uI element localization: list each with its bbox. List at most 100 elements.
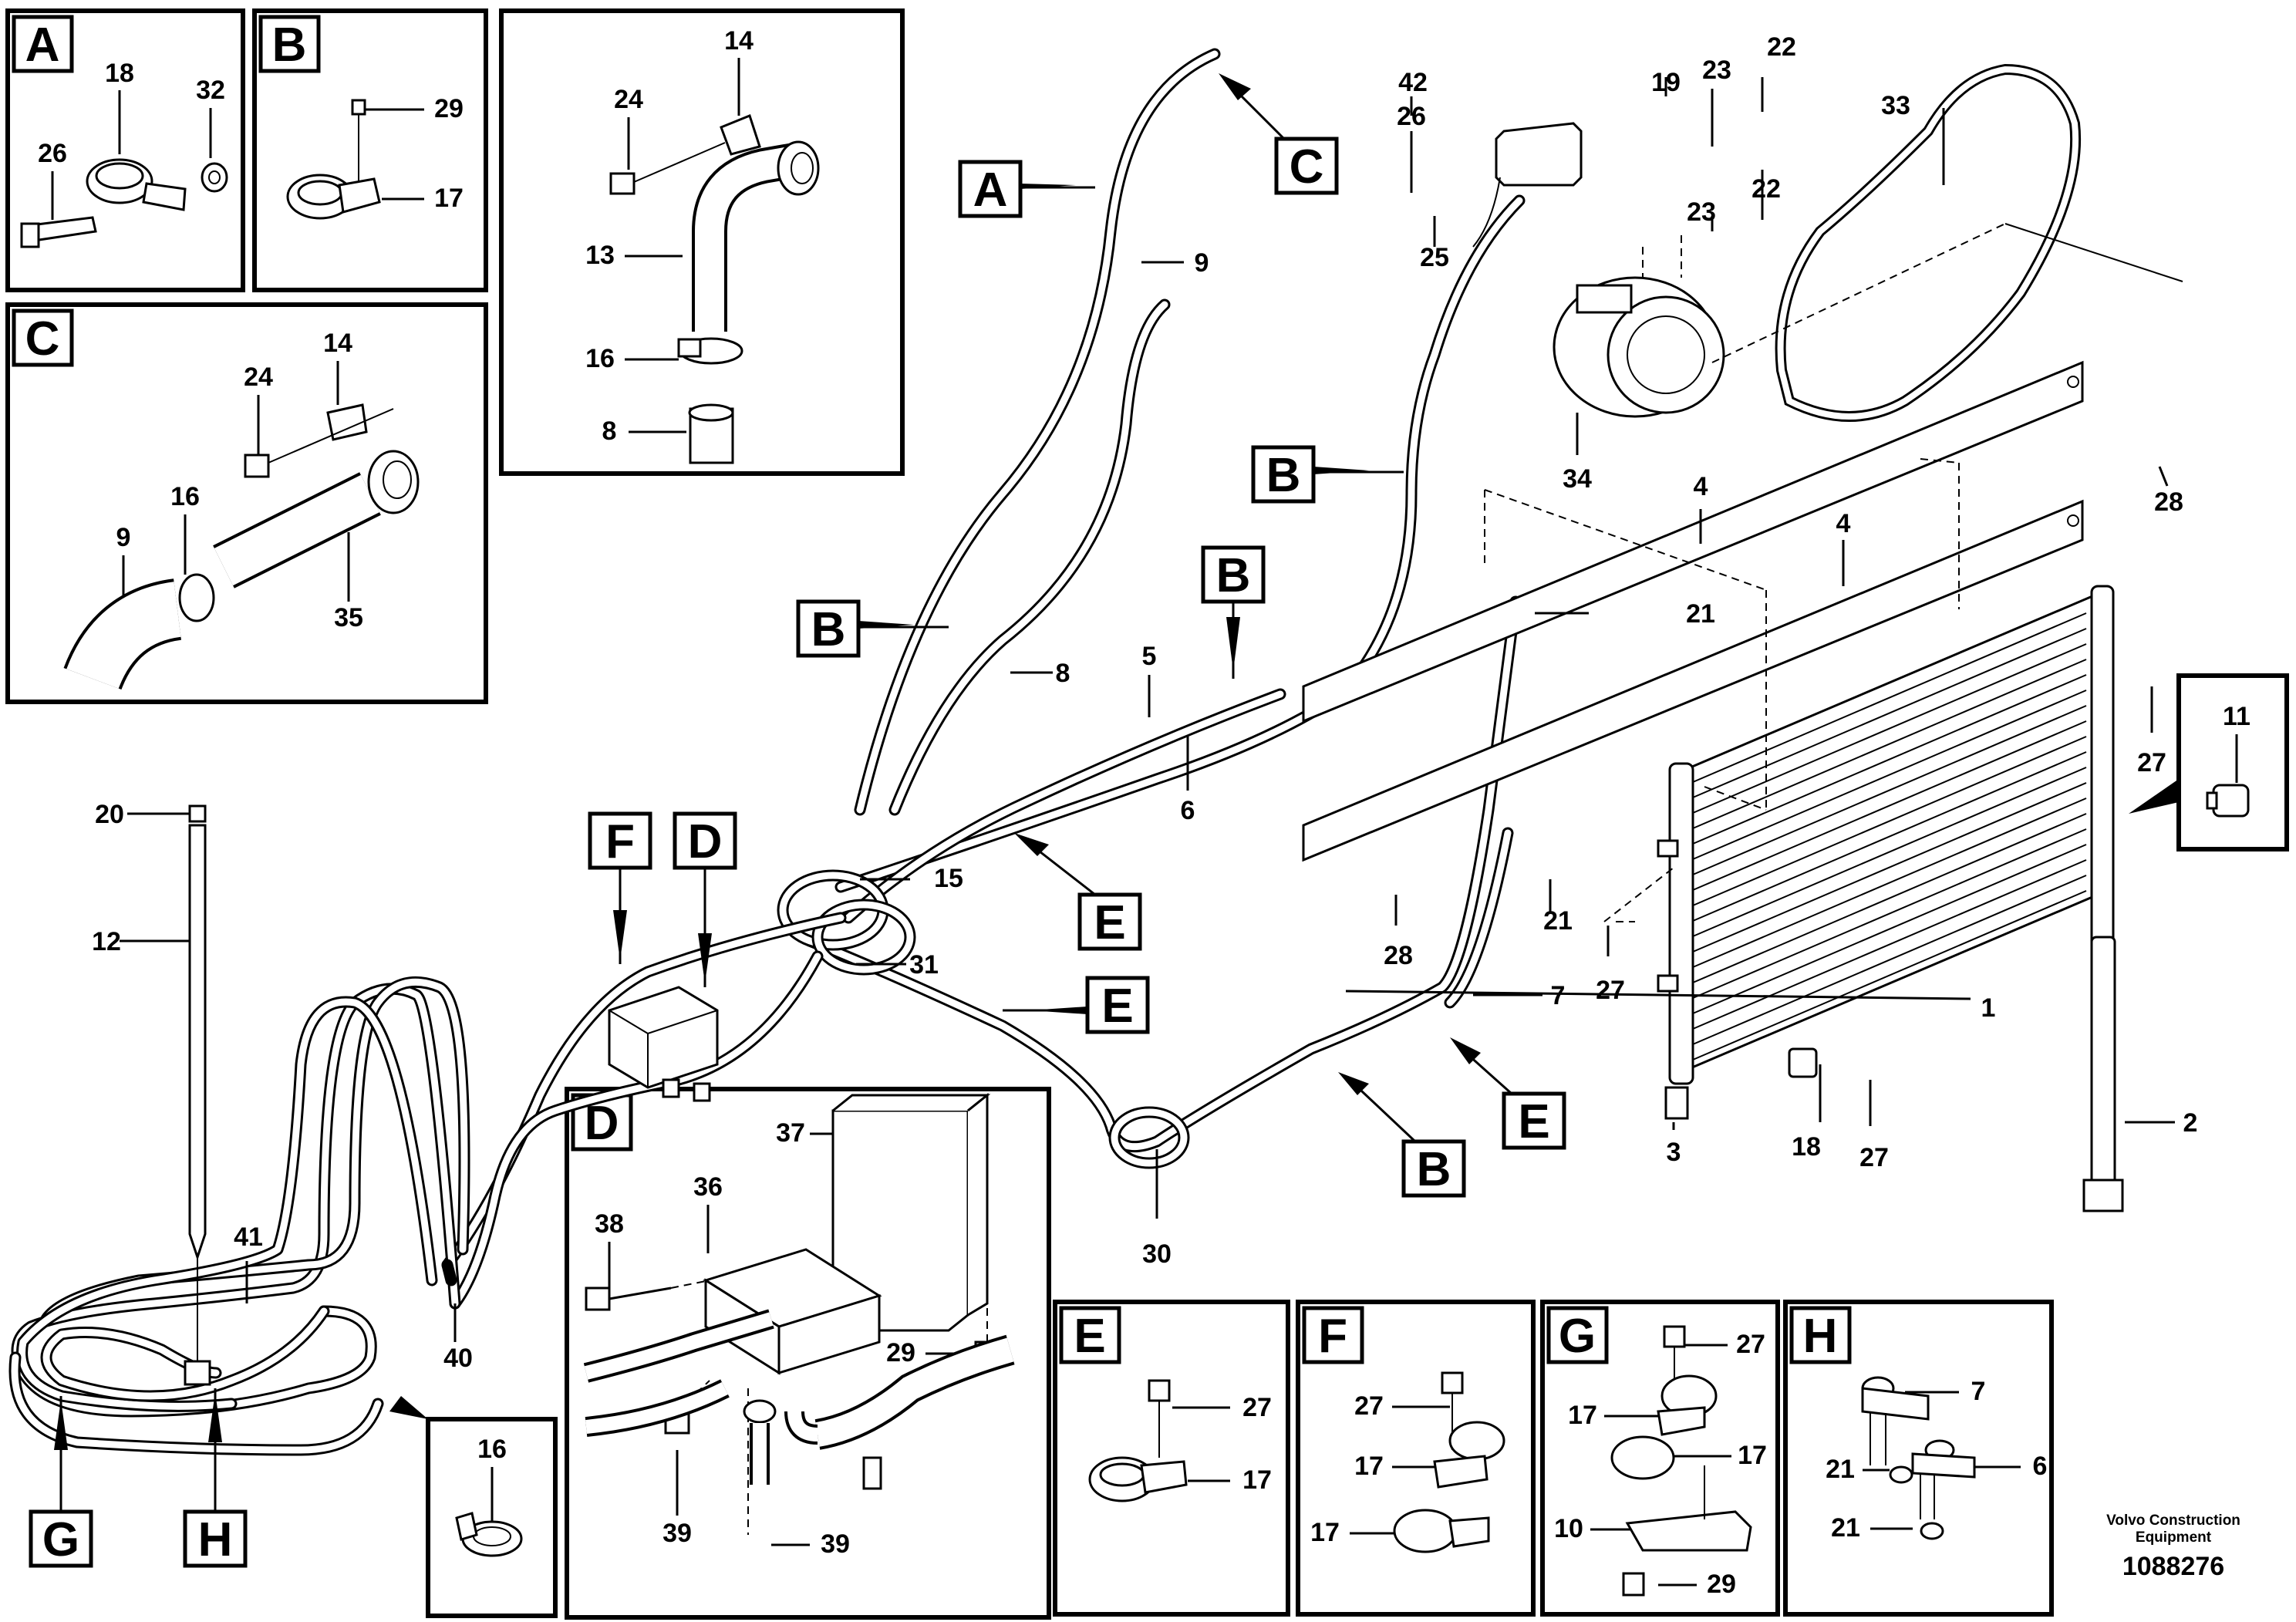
callout-11: 11	[2223, 702, 2250, 731]
elbow-pipe-13-drawing	[609, 114, 820, 464]
ref-letter-e-2: E	[1101, 980, 1133, 1033]
callout-17-g-b: 17	[1738, 1441, 1767, 1470]
detail-letter-c: C	[25, 312, 60, 366]
callout-9: 9	[1195, 248, 1209, 278]
fittings-h-drawing	[1861, 1376, 1976, 1540]
callout-32: 32	[196, 76, 225, 105]
detail-box-c: C 14 24 16 9 35	[5, 302, 488, 704]
callout-4-a: 4	[1694, 472, 1708, 501]
drain-probe-12	[184, 804, 211, 1386]
detail-box-f: F 27 17 17	[1296, 1300, 1536, 1617]
callout-18: 18	[1792, 1132, 1821, 1162]
main-callouts: 1 2 3 4 4 5 6 7 8 9 12 15 18 19 20 21 21…	[92, 32, 2197, 1373]
callout-38: 38	[595, 1209, 624, 1239]
detail-box-a: A 18 32 26	[5, 8, 245, 292]
callout-21-b: 21	[1543, 906, 1573, 936]
callout-6-h: 6	[2033, 1452, 2048, 1481]
clamp-e-drawing	[1088, 1379, 1188, 1502]
callout-15: 15	[934, 864, 963, 893]
callout-42: 42	[1398, 68, 1428, 97]
callout-16-box: 16	[477, 1435, 507, 1464]
callout-26: 26	[38, 139, 67, 168]
clamp-g-drawing	[1610, 1325, 1752, 1597]
callout-29-d: 29	[886, 1338, 915, 1367]
callout-22-b: 22	[1752, 174, 1781, 204]
callout-6: 6	[1181, 796, 1195, 825]
callout-17-f-b: 17	[1310, 1518, 1340, 1547]
detail-box-h: H 7 6 21 21	[1783, 1300, 2054, 1617]
ref-letter-d: D	[688, 815, 723, 868]
ref-letter-c: C	[1290, 140, 1324, 194]
callout-37: 37	[776, 1118, 805, 1148]
ref-letter-b-1: B	[811, 603, 846, 656]
callout-34: 34	[1563, 464, 1592, 494]
callout-39-a: 39	[663, 1519, 692, 1548]
callout-17-e: 17	[1242, 1465, 1272, 1495]
callout-7-h: 7	[1971, 1377, 1986, 1406]
condenser-fins	[1692, 612, 2087, 1061]
hose-35-drawing	[63, 403, 420, 691]
ref-letter-a: A	[973, 164, 1008, 217]
pipe-fitting-inset: 14 24 13 16 8	[499, 8, 905, 476]
callout-27-e: 27	[1242, 1393, 1272, 1422]
callout-8-inset: 8	[602, 416, 617, 446]
callout-25: 25	[1420, 243, 1449, 272]
detail-box-e: E 27 17	[1053, 1300, 1290, 1617]
callout-8: 8	[1056, 659, 1070, 688]
detail-letter-h: H	[1803, 1310, 1838, 1363]
ref-letter-g: G	[42, 1513, 79, 1566]
callout-17-f-a: 17	[1354, 1452, 1384, 1481]
callout-30: 30	[1142, 1239, 1172, 1269]
block-36-bracket-37-drawing	[583, 1092, 1015, 1535]
callout-24-inset: 24	[614, 85, 643, 114]
callout-4-b: 4	[1836, 509, 1851, 538]
callout-27-f: 27	[1354, 1391, 1384, 1421]
hose-routing	[8, 48, 1526, 1456]
callout-29-g: 29	[1707, 1570, 1736, 1599]
callout-41: 41	[234, 1222, 263, 1252]
sensor-11-box: 11	[2129, 673, 2289, 851]
callout-12: 12	[92, 927, 121, 956]
brand-line-2: Equipment	[2136, 1529, 2212, 1546]
callout-21-h-a: 21	[1826, 1455, 1855, 1484]
ref-letter-e-1: E	[1094, 896, 1125, 949]
drive-belt-33	[1711, 63, 2183, 422]
detail-letter-g: G	[1559, 1310, 1596, 1363]
document-footer: Volvo Construction Equipment 1088276	[2106, 1512, 2240, 1581]
callout-1: 1	[1981, 993, 1996, 1023]
detail-box-g: G 27 17 17 10 29	[1540, 1300, 1780, 1617]
callout-14-c: 14	[323, 329, 352, 358]
callout-10: 10	[1554, 1514, 1583, 1543]
callout-3: 3	[1667, 1138, 1681, 1167]
callout-2: 2	[2183, 1108, 2198, 1138]
callout-40: 40	[443, 1344, 473, 1373]
detail-letter-f: F	[1318, 1310, 1347, 1363]
clamp-16-box: 16	[389, 1396, 558, 1618]
brand-line-1: Volvo Construction	[2106, 1512, 2240, 1529]
clamp-f-drawing	[1393, 1371, 1505, 1553]
ref-letter-b-4: B	[1417, 1143, 1451, 1196]
callout-19: 19	[1651, 68, 1681, 97]
clamp-17-drawing	[286, 99, 381, 220]
callout-14-inset: 14	[724, 26, 754, 56]
callout-24-c: 24	[244, 363, 273, 392]
ref-letter-e-3: E	[1518, 1095, 1549, 1148]
callout-7: 7	[1551, 981, 1566, 1010]
ref-letter-b-3: B	[1216, 549, 1251, 602]
callout-18: 18	[105, 59, 134, 88]
callout-5: 5	[1142, 642, 1157, 671]
callout-23-b: 23	[1687, 197, 1716, 227]
callout-36: 36	[693, 1172, 723, 1202]
main-leader-lines	[120, 77, 2175, 1342]
callout-27-a: 27	[2137, 748, 2166, 777]
callout-27-g: 27	[1736, 1330, 1765, 1359]
detail-box-d: D 37 36 38 29 39 39	[565, 1087, 1051, 1620]
callout-21-h-b: 21	[1831, 1513, 1860, 1543]
drawing-number: 1088276	[2122, 1552, 2224, 1581]
callout-20: 20	[95, 800, 124, 829]
compressor-34	[1472, 122, 1725, 418]
callout-22-a: 22	[1767, 32, 1796, 62]
callout-26: 26	[1397, 102, 1426, 131]
callout-17: 17	[434, 184, 464, 213]
